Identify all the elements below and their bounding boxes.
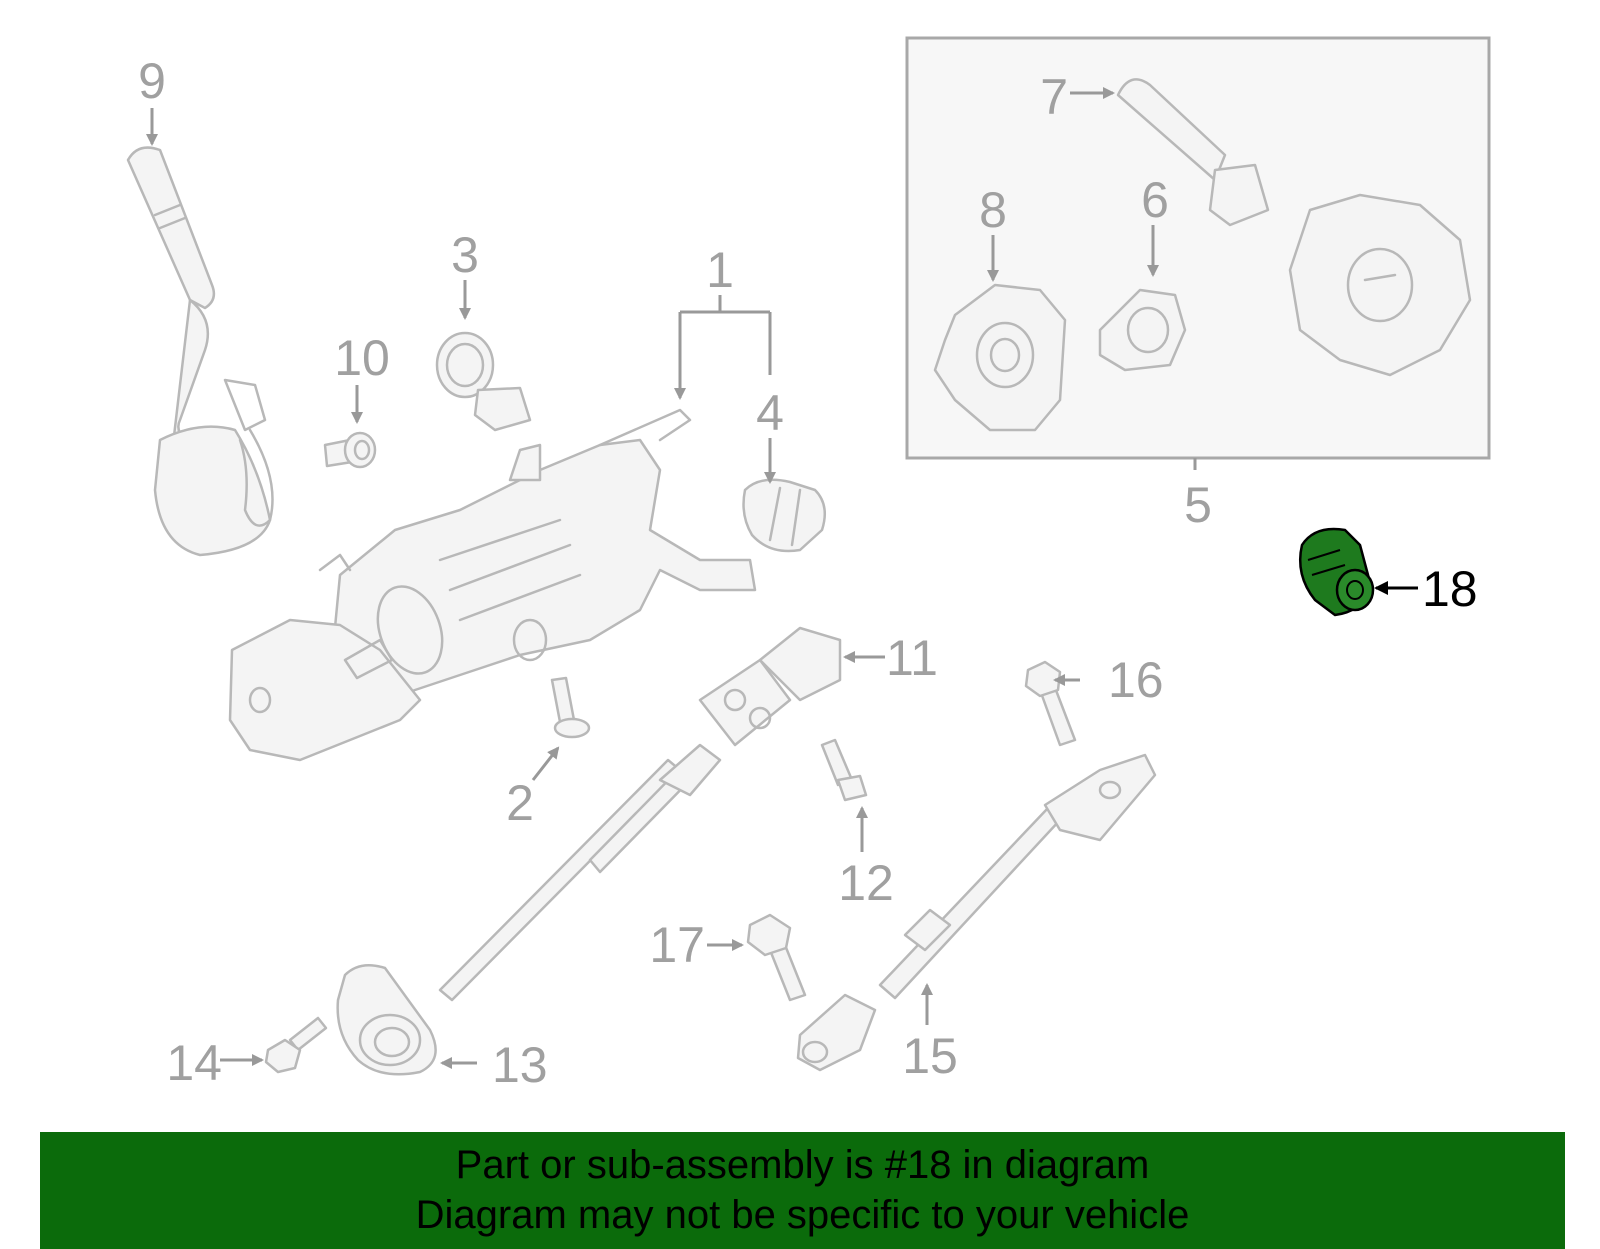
callout-15[interactable]: 15 xyxy=(902,1028,958,1084)
callout-labels: 9 3 10 1 4 2 11 16 12 17 14 13 15 7 8 6 … xyxy=(138,53,1478,1093)
part-1-steering-column[interactable] xyxy=(228,408,757,762)
callout-7[interactable]: 7 xyxy=(1040,69,1068,125)
part-9-lever[interactable] xyxy=(126,146,274,557)
leader-lines xyxy=(146,87,1418,1069)
part-11-upper-shaft[interactable] xyxy=(438,626,842,1002)
part-3-ignition-ring[interactable] xyxy=(435,331,532,432)
part-10-bolt[interactable] xyxy=(323,431,377,469)
part-13-boot-seal[interactable] xyxy=(336,963,437,1076)
callout-5[interactable]: 5 xyxy=(1184,477,1212,533)
part-2-bolt[interactable] xyxy=(550,676,591,739)
parts-diagram: 9 3 10 1 4 2 11 16 12 17 14 13 15 7 8 6 … xyxy=(126,36,1491,1093)
part-4-housing[interactable] xyxy=(742,478,827,553)
callout-16[interactable]: 16 xyxy=(1108,652,1164,708)
callout-18[interactable]: 18 xyxy=(1422,561,1478,617)
part-5-clockspring-assembly[interactable] xyxy=(1288,193,1472,377)
callout-2[interactable]: 2 xyxy=(506,775,534,831)
part-15-lower-shaft[interactable] xyxy=(796,753,1157,1072)
callout-11[interactable]: 11 xyxy=(886,630,938,686)
part-12-bolt[interactable] xyxy=(820,738,868,802)
callout-9[interactable]: 9 xyxy=(138,53,166,109)
callout-1[interactable]: 1 xyxy=(706,242,734,298)
callout-3[interactable]: 3 xyxy=(451,227,479,283)
part-16-bolt[interactable] xyxy=(1024,660,1077,747)
callout-17[interactable]: 17 xyxy=(649,917,705,973)
callout-13[interactable]: 13 xyxy=(492,1037,548,1093)
callout-14[interactable]: 14 xyxy=(166,1035,222,1091)
callout-8[interactable]: 8 xyxy=(979,182,1007,238)
info-banner: Part or sub-assembly is #18 in diagram D… xyxy=(40,1132,1565,1249)
banner-line-disclaimer: Diagram may not be specific to your vehi… xyxy=(415,1193,1190,1237)
part-17-bolt[interactable] xyxy=(746,913,807,1002)
part-6-sensor-ring[interactable] xyxy=(1098,288,1187,372)
part-8-clockspring-cover[interactable] xyxy=(933,283,1067,432)
callout-10[interactable]: 10 xyxy=(334,330,390,386)
callout-12[interactable]: 12 xyxy=(838,855,894,911)
callout-6[interactable]: 6 xyxy=(1141,172,1169,228)
part-18-highlighted[interactable] xyxy=(1298,527,1375,617)
part-7-switch-lever[interactable] xyxy=(1116,78,1270,227)
banner-line-part-number: Part or sub-assembly is #18 in diagram xyxy=(455,1143,1150,1187)
callout-4[interactable]: 4 xyxy=(756,385,784,441)
part-14-bolt[interactable] xyxy=(264,1016,328,1074)
